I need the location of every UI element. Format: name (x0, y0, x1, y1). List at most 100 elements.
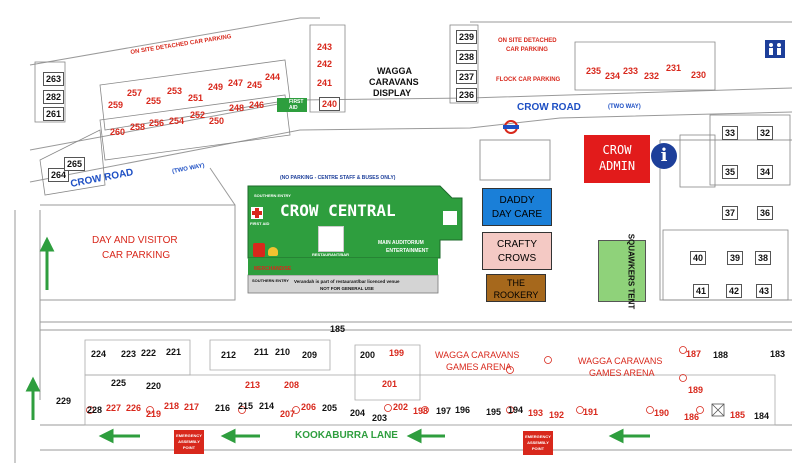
first-aid-line-1: FIRST (289, 99, 304, 105)
site-251: 251 (188, 93, 204, 103)
site-260: 260 (110, 127, 126, 137)
site-42: 42 (726, 284, 743, 298)
site-238: 238 (456, 50, 478, 64)
site-263: 263 (43, 72, 65, 86)
site-32: 32 (757, 126, 774, 140)
site-43: 43 (756, 284, 773, 298)
site-187: 187 (686, 349, 702, 359)
toilets-icon-central (443, 211, 457, 225)
site-250: 250 (209, 116, 225, 126)
site-258: 258 (130, 122, 146, 132)
flock-parking-label: FLOCK CAR PARKING (496, 77, 561, 83)
site-282: 282 (43, 90, 65, 104)
crow-admin: CROW ADMIN (584, 135, 650, 183)
emergency-1-line-3: POINT (182, 445, 196, 450)
onsite-parking-right-label-1: ON SITE DETACHED (498, 38, 557, 44)
site-41: 41 (693, 284, 710, 298)
site-226: 226 (126, 403, 142, 413)
site-202: 202 (393, 402, 409, 412)
site-195: 195 (486, 407, 502, 417)
emergency-1-line-1: EMERGENCY (176, 433, 202, 438)
site-204: 204 (350, 408, 366, 418)
site-240: 240 (319, 97, 341, 111)
site-223: 223 (121, 349, 137, 359)
site-247: 247 (228, 78, 244, 88)
merchandise-label: MERCHANDISE (254, 266, 292, 272)
southern-entry-top-label: SOUTHERN ENTRY (254, 193, 291, 198)
daddy-day-care: DADDY DAY CARE (482, 188, 552, 226)
site-265: 265 (64, 157, 86, 171)
crow-admin-line-2: ADMIN (598, 159, 636, 173)
site-253: 253 (167, 86, 183, 96)
site-236: 236 (456, 88, 478, 102)
crow-road-label-right: CROW ROAD (517, 102, 581, 113)
site-212: 212 (221, 350, 237, 360)
crafty-crows: CRAFTY CROWS (482, 232, 552, 270)
site-210: 210 (275, 347, 291, 357)
site-208: 208 (284, 380, 300, 390)
site-224: 224 (91, 349, 107, 359)
tshirt-icon (253, 243, 265, 257)
site-220: 220 (146, 381, 162, 391)
site-188: 188 (713, 350, 729, 360)
auditorium-label-1: MAIN AUDITORIUM (378, 240, 424, 246)
crow-admin-line-1: CROW (602, 143, 632, 157)
emergency-point-1: EMERGENCY ASSEMBLY POINT (174, 430, 204, 454)
site-205: 205 (322, 403, 338, 413)
first-aid-cross-icon (251, 207, 263, 219)
site-243: 243 (317, 42, 333, 52)
site-225: 225 (111, 378, 127, 388)
site-209: 209 (302, 350, 318, 360)
site-246: 246 (249, 100, 265, 110)
site-255: 255 (146, 96, 162, 106)
site-241: 241 (317, 78, 333, 88)
site-245: 245 (247, 80, 263, 90)
site-233: 233 (623, 66, 639, 76)
the-rookery: THE ROOKERY (486, 274, 546, 302)
onsite-parking-right-label-2: CAR PARKING (506, 47, 548, 53)
games-arena-2-line-2: GAMES ARENA (589, 368, 655, 378)
site-217: 217 (184, 402, 200, 412)
site-199: 199 (389, 348, 405, 358)
site-184: 184 (754, 411, 770, 421)
squawkers-label: SQUAWKERS TENT (626, 233, 636, 310)
site-222: 222 (141, 348, 157, 358)
site-252: 252 (190, 110, 206, 120)
site-230: 230 (691, 70, 707, 80)
emergency-2-line-2: ASSEMBLY (527, 440, 549, 445)
site-192: 192 (549, 410, 565, 420)
site-36: 36 (757, 206, 774, 220)
info-icon: i (651, 143, 677, 169)
site-183: 183 (770, 349, 786, 359)
toilets-icon (765, 40, 785, 58)
wagga-display-line-2: CARAVANS (369, 77, 419, 87)
games-arena-1-line-2: GAMES ARENA (446, 362, 512, 372)
site-259: 259 (108, 100, 124, 110)
site-254: 254 (169, 116, 185, 126)
cap-icon (268, 247, 278, 256)
site-257: 257 (127, 88, 143, 98)
site-231: 231 (666, 63, 682, 73)
restaurant-label: RESTAURANT/BAR (312, 252, 350, 257)
auditorium-label-2: ENTERTAINMENT (386, 248, 429, 254)
southern-entry-bottom-label: SOUTHERN ENTRY (252, 278, 289, 283)
veranda-note-1: Verandah is part of restaurant/bar licen… (294, 279, 400, 284)
site-194: 194 (508, 405, 524, 415)
site-216: 216 (215, 403, 231, 413)
site-239: 239 (456, 30, 478, 44)
games-arena-2-line-1: WAGGA CARAVANS (578, 356, 663, 366)
first-aid-sign: FIRST AID (277, 98, 307, 112)
site-264: 264 (48, 168, 70, 182)
site-206: 206 (301, 402, 317, 412)
site-214: 214 (259, 401, 275, 411)
site-207: 207 (280, 409, 296, 419)
site-229: 229 (56, 396, 72, 406)
site-37: 37 (722, 206, 739, 220)
site-198: 198 (413, 406, 429, 416)
site-35: 35 (722, 165, 739, 179)
site-33: 33 (722, 126, 739, 140)
site-189: 189 (688, 385, 704, 395)
site-256: 256 (149, 118, 165, 128)
day-visitor-parking-label-2: CAR PARKING (102, 250, 171, 261)
site-215: 215 (238, 401, 254, 411)
